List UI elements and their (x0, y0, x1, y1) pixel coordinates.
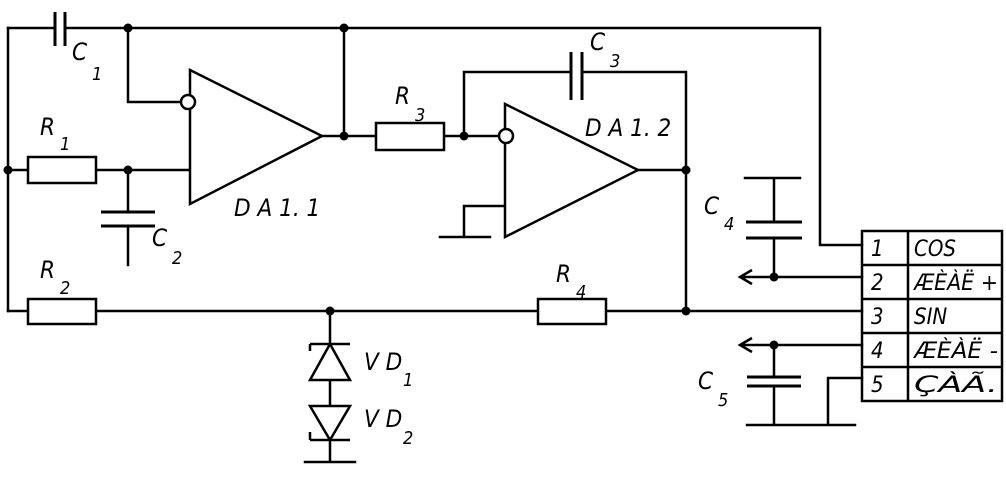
da1-opamp (188, 67, 325, 207)
wire-c3-feedback (462, 70, 688, 313)
c2-label: C (152, 224, 168, 252)
r3-label: R (395, 82, 410, 110)
connector-pin-name: ÆÈÀË - (913, 338, 998, 364)
r1-label: R (40, 113, 55, 141)
vd1-cathode-bar (308, 342, 350, 351)
vd1-label: V D (364, 348, 402, 376)
c3-label: C (590, 28, 606, 56)
c2-capacitor (101, 210, 155, 228)
junction-dot (3, 165, 13, 175)
r4-index: 4 (576, 282, 586, 303)
da1-inverting-bubble (179, 93, 197, 111)
wire-da1-inv (126, 26, 182, 104)
connector-pin-number: 2 (871, 271, 884, 296)
r1-resistor (26, 155, 98, 185)
connector-pin-name: SIN (914, 305, 947, 330)
r1-index: 1 (60, 134, 70, 155)
wire-top-right (64, 26, 864, 247)
vd2-label: V D (364, 405, 402, 433)
c4-capacitor (746, 220, 802, 240)
c3-index: 3 (610, 51, 620, 72)
r4-resistor (536, 297, 608, 326)
arrow-left-icon (737, 336, 774, 354)
connector-pin-name: COS (914, 237, 956, 262)
wire-da1-out (320, 26, 378, 138)
c2-index: 2 (172, 248, 182, 269)
junction-dot (681, 165, 691, 175)
vd1-index: 1 (403, 370, 413, 391)
junction-dot (123, 23, 133, 33)
junction-dot (339, 23, 349, 33)
r3-index: 3 (415, 105, 425, 126)
da2-label: D A 1. 2 (585, 114, 671, 142)
c4-label: C (704, 192, 720, 220)
vd2-index: 2 (403, 428, 413, 449)
wire-vd (303, 309, 357, 464)
junction-dot (123, 165, 133, 175)
connector-frame (860, 229, 1004, 403)
connector-pin-number: 4 (871, 339, 884, 364)
junction-dot (339, 131, 349, 141)
vd2-diode (307, 404, 353, 443)
connector-grid (862, 231, 1002, 401)
wire-da2-ground (438, 204, 507, 239)
c5-label: C (698, 367, 714, 395)
r2-index: 2 (60, 278, 70, 299)
wire-c5 (745, 343, 864, 427)
wire-c4 (743, 176, 864, 279)
r2-resistor (26, 297, 98, 326)
arrow-left-icon (737, 268, 774, 286)
junction-dot (681, 306, 691, 316)
c1-capacitor (53, 12, 67, 46)
junction-dot (325, 306, 335, 316)
c1-index: 1 (92, 64, 102, 85)
vd2-cathode-bar (308, 432, 350, 442)
connector-pin-number: 3 (871, 305, 884, 330)
da1-label: D A 1. 1 (234, 194, 320, 222)
r3-resistor (374, 121, 446, 152)
connector-pin-number: 5 (871, 373, 884, 398)
junction-dot (459, 131, 469, 141)
c5-index: 5 (718, 390, 728, 411)
c4-index: 4 (724, 214, 734, 235)
connector-pin-number: 1 (871, 237, 884, 262)
r4-label: R (556, 260, 571, 288)
c1-label: C (72, 38, 88, 66)
connector-pin-name: ÇÀÃ. (914, 371, 998, 398)
da2-inverting-bubble (497, 127, 515, 145)
c3-capacitor (569, 52, 584, 100)
r2-label: R (40, 256, 55, 284)
vd1-diode (307, 341, 353, 382)
connector-pin-name: ÆÈÀË + (913, 270, 998, 296)
da2-opamp (503, 101, 641, 240)
c5-capacitor (747, 375, 801, 388)
